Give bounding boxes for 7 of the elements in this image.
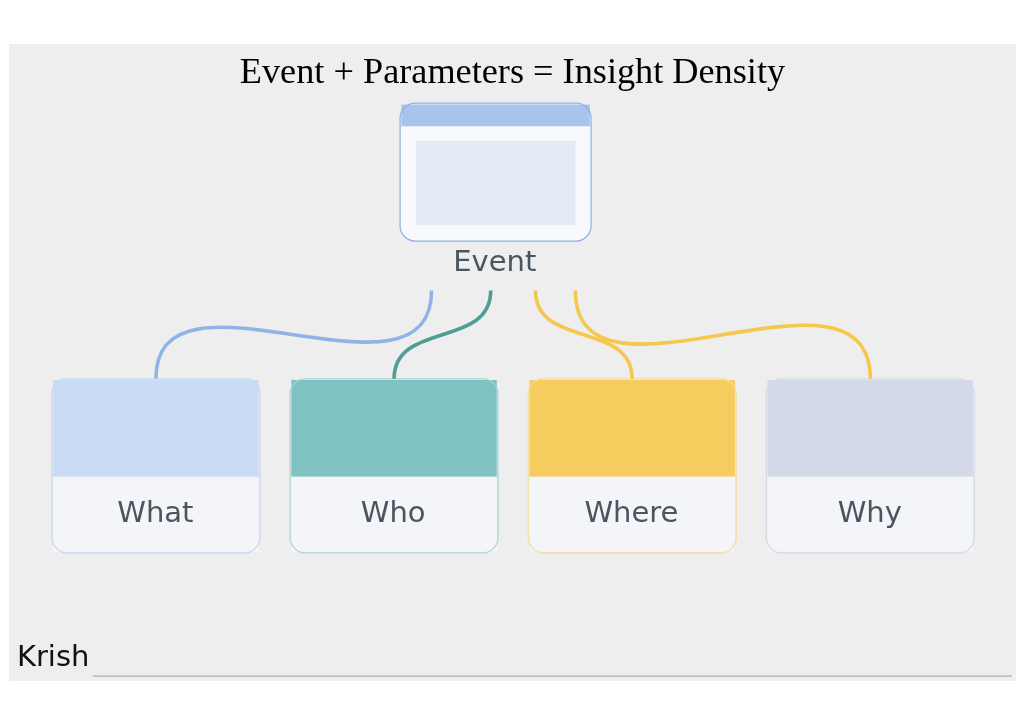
connector xyxy=(573,290,872,380)
connector xyxy=(391,290,493,380)
connector xyxy=(533,290,634,380)
node-label: Event xyxy=(452,244,536,279)
diagram-title: Event + Parameters = Insight Density xyxy=(239,50,785,91)
label: Krish xyxy=(16,638,89,673)
connector xyxy=(153,290,433,380)
